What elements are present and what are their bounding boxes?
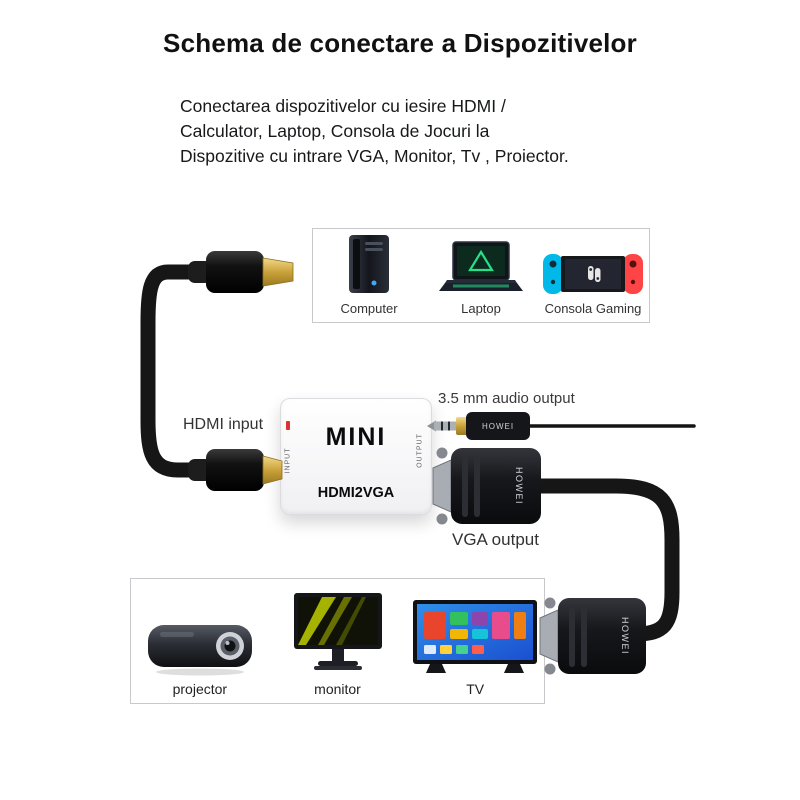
device-laptop: Laptop — [425, 229, 537, 322]
description-line: Calculator, Laptop, Consola de Jocuri la — [180, 120, 490, 141]
vga-connector-brand: HOWEI — [620, 617, 630, 655]
device-label: Laptop — [461, 301, 501, 316]
hdmi-input-label: HDMI input — [183, 416, 264, 433]
vga-connector-brand: HOWEI — [514, 467, 524, 505]
device-label: monitor — [314, 681, 361, 697]
hdmi-cable — [140, 264, 204, 478]
audio-jack-brand: HOWEI — [482, 422, 514, 431]
tv-icon — [413, 600, 538, 673]
vga-connector-bottom: HOWEI — [539, 597, 646, 675]
projector-icon — [147, 625, 252, 676]
hdmi-connector-top — [188, 251, 294, 293]
output-devices-box: projector monitor — [130, 578, 545, 704]
monitor-icon — [293, 593, 382, 670]
device-computer: Computer — [313, 229, 425, 322]
description: Conectarea dispozitivelor cu iesire HDMI… — [180, 94, 569, 169]
device-monitor: monitor — [269, 579, 407, 703]
converter-brand: MINI — [325, 423, 387, 451]
hdmi2vga-converter: MINI HDMI2VGA INPUT OUTPUT — [280, 398, 432, 515]
page-title: Schema de conectare a Dispozitivelor — [163, 28, 637, 58]
converter-output-port-label: OUTPUT — [416, 433, 424, 468]
laptop-icon — [439, 241, 523, 291]
device-tv: TV — [406, 579, 544, 703]
computer-icon — [349, 235, 389, 293]
device-label: TV — [466, 681, 485, 697]
device-label: Consola Gaming — [544, 301, 642, 316]
description-line: Conectarea dispozitivelor cu iesire HDMI… — [180, 96, 506, 116]
device-label: projector — [172, 681, 228, 697]
vga-output-label: VGA output — [452, 530, 539, 549]
device-label: Computer — [340, 301, 398, 316]
audio-jack: HOWEI — [427, 412, 530, 440]
converter-model: HDMI2VGA — [317, 485, 395, 501]
source-devices-box: Computer Laptop — [312, 228, 650, 323]
converter-input-port-label: INPUT — [284, 447, 292, 474]
power-led — [286, 421, 290, 430]
hdmi-connector-bottom — [188, 449, 283, 491]
game-console-icon — [543, 254, 643, 294]
device-projector: projector — [131, 579, 269, 703]
audio-output-label: 3.5 mm audio output — [438, 390, 575, 407]
vga-connector-top: HOWEI — [432, 447, 541, 525]
vga-cable — [528, 478, 680, 642]
description-line: Dispozitive cu intrare VGA, Monitor, Tv … — [180, 145, 569, 166]
device-gaming-console: Consola Gaming — [537, 229, 649, 322]
